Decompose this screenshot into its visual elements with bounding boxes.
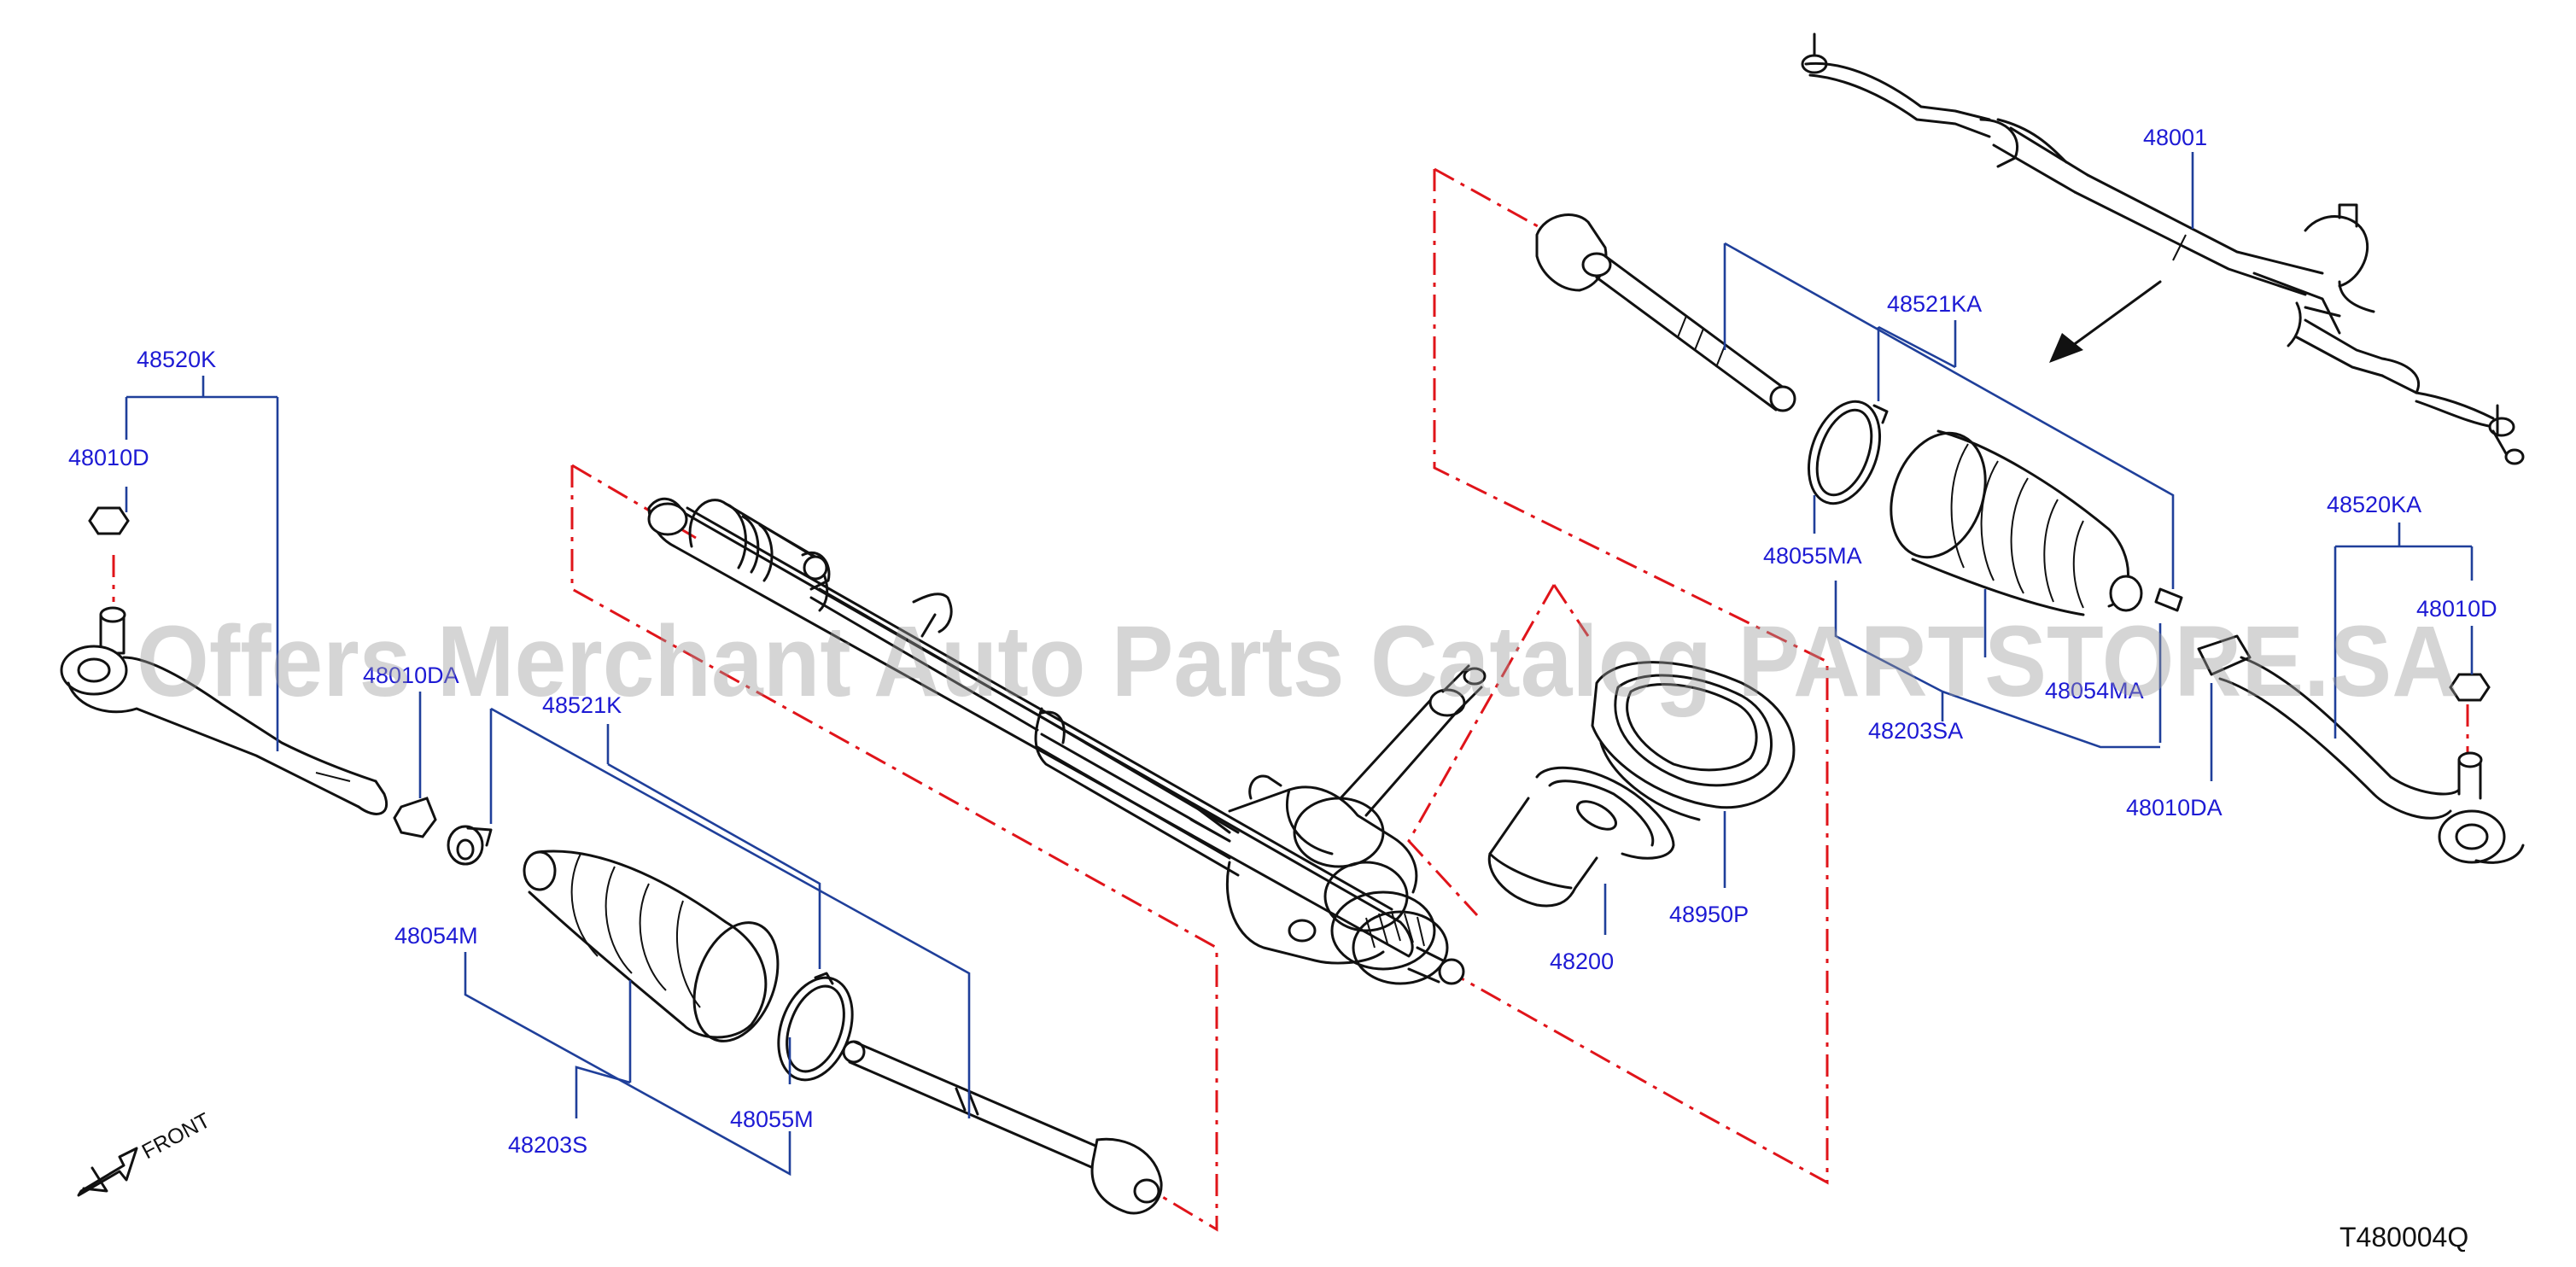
rack-housing <box>647 497 1487 985</box>
label-48010d-right: 48010D <box>2416 596 2497 622</box>
label-48010d-left: 48010D <box>68 445 149 470</box>
tie-rod-end-left <box>60 506 388 815</box>
inner-tie-rod-right <box>1535 213 1796 412</box>
label-48054m: 48054M <box>394 923 478 949</box>
label-48010da-right: 48010DA <box>2126 795 2223 820</box>
left-small-parts <box>393 797 493 866</box>
inner-tie-rod-left <box>842 1040 1163 1215</box>
label-48001: 48001 <box>2143 125 2207 150</box>
part-labels: 48001 48520K 48010D 48010DA 48521K 48054… <box>68 125 2497 1158</box>
drawing-code: T480004Q <box>2339 1222 2468 1252</box>
label-48054ma: 48054MA <box>2045 678 2144 704</box>
tie-rod-end-right <box>2197 634 2525 864</box>
watermark: Offers Merchant Auto Parts Catalog PARTS… <box>137 605 2459 718</box>
leader-lines <box>125 152 2474 1176</box>
label-48055m: 48055M <box>730 1106 814 1132</box>
label-48521k: 48521K <box>542 692 622 718</box>
label-48950p: 48950P <box>1669 902 1749 927</box>
label-48520k: 48520K <box>137 347 216 372</box>
boot-left <box>523 850 854 1082</box>
label-48520ka: 48520KA <box>2327 492 2421 517</box>
front-label: FRONT <box>138 1108 214 1164</box>
label-48203sa: 48203SA <box>1868 718 1963 744</box>
label-48055ma: 48055MA <box>1763 543 1862 569</box>
label-48200: 48200 <box>1550 949 1614 974</box>
cut-lines <box>112 167 2469 1232</box>
column-seals <box>1487 661 1796 908</box>
steering-gear-assembly <box>1801 32 2525 465</box>
boot-right <box>1807 400 2183 616</box>
label-48010da-left: 48010DA <box>363 663 459 688</box>
front-indicator: FRONT <box>77 1108 214 1197</box>
label-48521ka: 48521KA <box>1887 291 1982 317</box>
label-48203s: 48203S <box>508 1132 587 1158</box>
